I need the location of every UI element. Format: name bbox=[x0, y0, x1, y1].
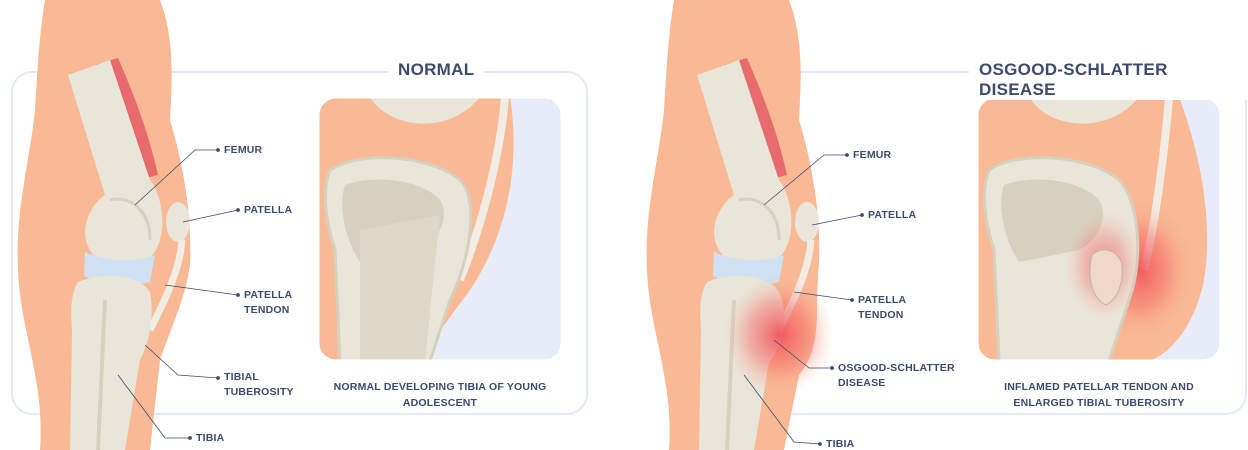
label-patella: PATELLA bbox=[244, 203, 292, 218]
normal-panel: NORMAL FEMUR PATELLA PATELLA TENDON TIBI… bbox=[0, 0, 624, 450]
patella-bone bbox=[166, 202, 190, 242]
label-patella-tendon: PATELLA TENDON bbox=[858, 293, 906, 323]
inflammation-glow bbox=[724, 275, 834, 395]
label-tibia: TIBIA bbox=[826, 437, 854, 450]
disease-panel: OSGOOD-SCHLATTER DISEASE FEMUR PATELLA P… bbox=[624, 0, 1248, 450]
label-tibial-tuberosity: TIBIAL TUBEROSITY bbox=[224, 370, 294, 400]
label-tibia: TIBIA bbox=[196, 431, 224, 446]
normal-heading: NORMAL bbox=[388, 60, 484, 80]
patella-bone bbox=[795, 202, 819, 242]
normal-caption: NORMAL DEVELOPING TIBIA OF YOUNG ADOLESC… bbox=[325, 379, 555, 411]
label-femur: FEMUR bbox=[224, 143, 262, 158]
label-osgood-schlatter: OSGOOD-SCHLATTER DISEASE bbox=[838, 361, 955, 391]
disease-heading: OSGOOD-SCHLATTER DISEASE bbox=[969, 60, 1248, 100]
label-patella: PATELLA bbox=[868, 208, 916, 223]
label-patella-tendon: PATELLA TENDON bbox=[244, 288, 292, 318]
disease-inset bbox=[977, 97, 1221, 361]
label-femur: FEMUR bbox=[853, 148, 891, 163]
normal-inset bbox=[318, 97, 562, 361]
disease-caption: INFLAMED PATELLAR TENDON AND ENLARGED TI… bbox=[984, 379, 1214, 411]
